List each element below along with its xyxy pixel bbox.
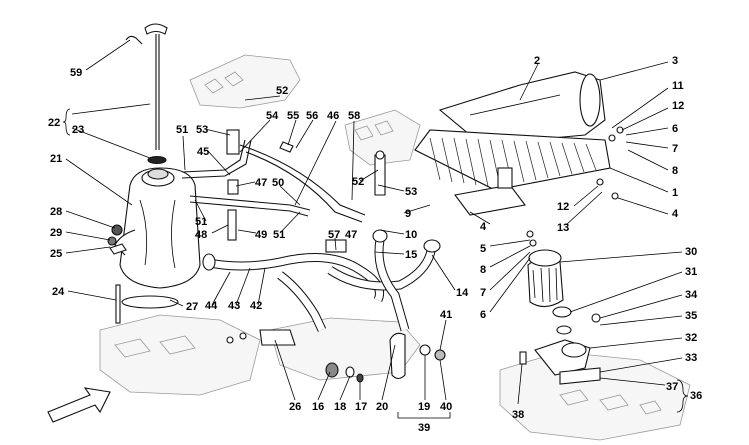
label-47-right: 47 [345, 229, 357, 241]
label-25: 25 [50, 248, 62, 260]
label-51-right: 51 [273, 229, 285, 241]
label-44: 44 [205, 300, 218, 312]
label-8-top: 8 [672, 165, 678, 177]
label-15: 15 [405, 249, 417, 261]
breather-pipes [181, 129, 386, 241]
label-30: 30 [685, 246, 697, 258]
oil-tank [114, 167, 201, 324]
label-53-right: 53 [405, 186, 417, 198]
part-number-labels: 59 22 23 21 28 29 25 24 27 51 53 45 52 5… [48, 55, 702, 434]
label-19: 19 [418, 401, 430, 413]
label-31: 31 [685, 266, 697, 278]
label-34: 34 [685, 289, 698, 301]
lower-fittings [226, 329, 446, 383]
label-36: 36 [690, 390, 702, 402]
label-12-bottom: 12 [557, 201, 569, 213]
label-28: 28 [50, 206, 62, 218]
label-49: 49 [255, 229, 267, 241]
label-4-left: 4 [480, 221, 487, 233]
air-intake-duct [438, 71, 606, 141]
label-32: 32 [685, 332, 697, 344]
label-52-top: 52 [276, 85, 288, 97]
oil-hoses [202, 229, 441, 332]
label-51-top: 51 [176, 124, 188, 136]
label-37: 37 [666, 381, 678, 393]
label-27: 27 [186, 301, 198, 313]
label-40: 40 [440, 401, 452, 413]
engine-ghost-outline [99, 54, 691, 441]
label-57: 57 [328, 229, 340, 241]
label-6-top: 6 [672, 123, 678, 135]
label-55: 55 [287, 110, 299, 122]
label-46: 46 [327, 110, 339, 122]
label-5: 5 [480, 243, 486, 255]
label-1: 1 [672, 187, 678, 199]
label-20: 20 [376, 401, 388, 413]
label-26: 26 [289, 401, 301, 413]
label-58: 58 [348, 110, 360, 122]
label-8-bottom: 8 [480, 264, 486, 276]
label-42: 42 [250, 300, 262, 312]
filter-housing [519, 313, 601, 385]
label-59: 59 [70, 67, 82, 79]
label-6-bottom: 6 [480, 309, 486, 321]
leader-lines [62, 39, 689, 419]
label-38: 38 [512, 409, 524, 421]
label-45: 45 [197, 146, 209, 158]
label-52-right: 52 [352, 176, 364, 188]
label-16: 16 [312, 401, 324, 413]
label-51-mid: 51 [195, 216, 207, 228]
label-17: 17 [355, 401, 367, 413]
label-54: 54 [266, 110, 279, 122]
direction-arrow-icon [47, 387, 111, 423]
label-12-top: 12 [672, 100, 684, 112]
oil-filter [527, 249, 572, 335]
label-14: 14 [456, 287, 469, 299]
label-56: 56 [306, 110, 318, 122]
label-3: 3 [672, 55, 678, 67]
label-29: 29 [50, 227, 62, 239]
label-13: 13 [557, 222, 569, 234]
label-7-top: 7 [672, 143, 678, 155]
label-33: 33 [685, 352, 697, 364]
label-53-left: 53 [196, 124, 208, 136]
label-35: 35 [685, 310, 697, 322]
label-43: 43 [228, 300, 240, 312]
label-39: 39 [418, 422, 430, 434]
label-48: 48 [195, 229, 207, 241]
label-2: 2 [534, 55, 540, 67]
label-24: 24 [52, 286, 65, 298]
label-21: 21 [50, 153, 62, 165]
label-4-right: 4 [672, 208, 679, 220]
label-18: 18 [334, 401, 346, 413]
label-41: 41 [440, 309, 452, 321]
label-47-left: 47 [255, 177, 267, 189]
oil-cooler [414, 126, 624, 247]
label-50: 50 [272, 177, 284, 189]
dipstick-assembly [125, 23, 168, 165]
label-23: 23 [72, 124, 84, 136]
label-11: 11 [672, 80, 684, 92]
label-7-bottom: 7 [480, 287, 486, 299]
label-9: 9 [405, 208, 411, 220]
label-22: 22 [48, 117, 60, 129]
label-10: 10 [405, 229, 417, 241]
